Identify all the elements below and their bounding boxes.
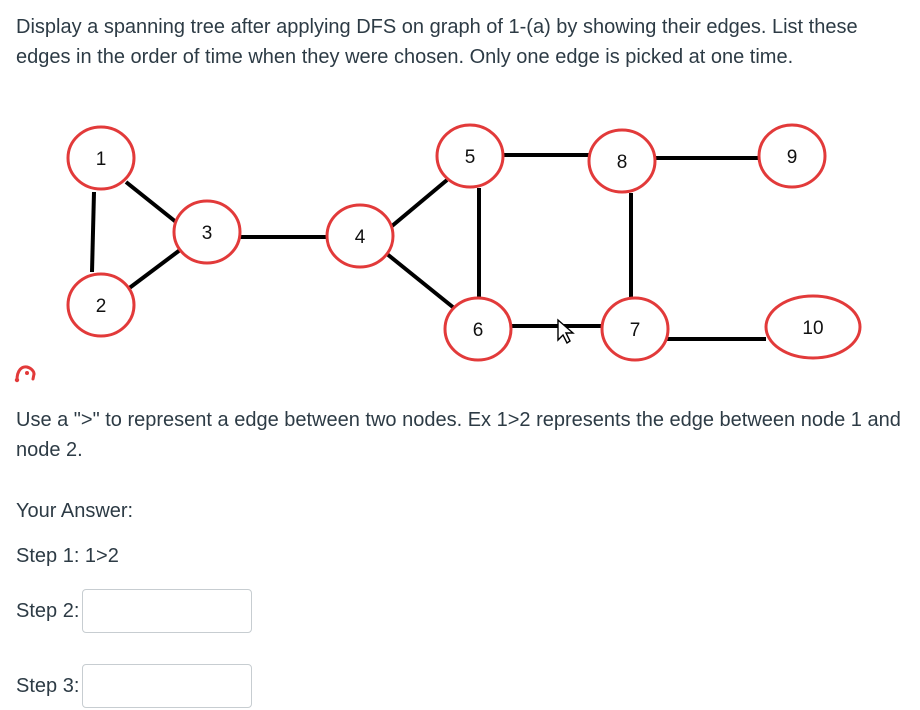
- node-circle-5: [435, 123, 505, 189]
- flag-question-icon[interactable]: [14, 362, 38, 384]
- edge-1-3: [124, 180, 178, 224]
- graph-edges: [90, 153, 766, 341]
- node-circle-9: [757, 123, 827, 189]
- graph-nodes: 1 2 3 4 5 6 7 8 9 10: [66, 123, 862, 362]
- node-3: 3: [172, 199, 242, 265]
- node-label-6: 6: [473, 320, 484, 341]
- node-7: 7: [600, 296, 670, 362]
- node-label-7: 7: [630, 320, 641, 341]
- node-circle-1: [66, 125, 136, 191]
- node-label-4: 4: [355, 227, 366, 248]
- hint-text: Use a ">" to represent a edge between tw…: [16, 409, 901, 461]
- edge-4-6: [385, 252, 456, 310]
- step-1-answer: Step 1: 1>2: [16, 545, 119, 567]
- node-5: 5: [435, 123, 505, 189]
- step-2-input[interactable]: [82, 589, 252, 633]
- node-1: 1: [66, 125, 136, 191]
- node-label-8: 8: [617, 152, 628, 173]
- mouse-cursor-icon: [557, 318, 575, 345]
- step-3-label: Step 3:: [16, 674, 80, 697]
- node-10: 10: [764, 294, 862, 360]
- step-2-label: Step 2:: [16, 599, 80, 622]
- node-circle-7: [600, 296, 670, 362]
- node-label-3: 3: [202, 223, 213, 244]
- node-9: 9: [757, 123, 827, 189]
- node-circle-4: [325, 203, 395, 269]
- graph-diagram: 1 2 3 4 5 6 7 8 9 10: [66, 123, 862, 362]
- node-circle-8: [587, 128, 657, 194]
- node-label-2: 2: [96, 296, 107, 317]
- node-4: 4: [325, 203, 395, 269]
- node-label-1: 1: [96, 149, 107, 170]
- node-label-10: 10: [802, 318, 823, 339]
- node-circle-2: [66, 272, 136, 338]
- edge-2-3: [126, 248, 182, 291]
- node-6: 6: [443, 296, 513, 362]
- node-label-5: 5: [465, 147, 476, 168]
- node-2: 2: [66, 272, 136, 338]
- node-8: 8: [587, 128, 657, 194]
- edge-1-2: [90, 191, 96, 273]
- your-answer-heading: Your Answer:: [16, 500, 134, 522]
- step-2-row: Step 2:: [16, 587, 252, 635]
- node-label-9: 9: [787, 147, 798, 168]
- step-3-input[interactable]: [82, 664, 252, 708]
- question-text: Display a spanning tree after applying D…: [16, 16, 858, 68]
- node-circle-3: [172, 199, 242, 265]
- node-circle-6: [443, 296, 513, 362]
- node-circle-10: [764, 294, 862, 360]
- edge-4-5: [390, 178, 449, 228]
- step-3-row: Step 3:: [16, 662, 252, 710]
